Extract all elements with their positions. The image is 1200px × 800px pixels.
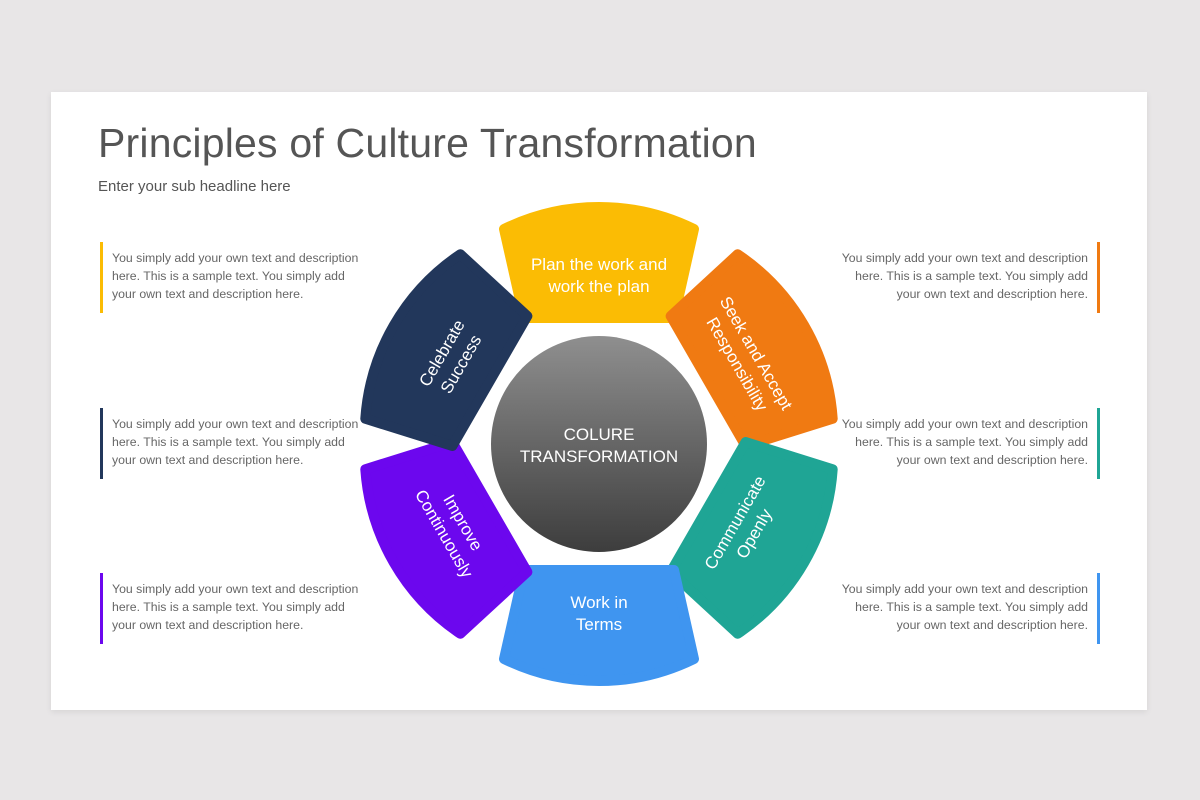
description-text: You simply add your own text and descrip… [841, 251, 1088, 302]
slide-title: Principles of Culture Transformation [98, 120, 757, 166]
center-label-line1: COLURE [564, 425, 635, 444]
description-left-3: You simply add your own text and descrip… [100, 573, 372, 644]
description-text: You simply add your own text and descrip… [112, 251, 359, 302]
slide-subtitle: Enter your sub headline here [98, 178, 291, 195]
description-right-2: You simply add your own text and descrip… [828, 408, 1100, 479]
description-left-2: You simply add your own text and descrip… [100, 408, 372, 479]
center-circle [491, 336, 707, 552]
svg-text:Plan the work and: Plan the work and [531, 255, 667, 274]
center-label-line2: TRANSFORMATION [520, 447, 678, 466]
segment-label-work: Work in Terms [570, 593, 627, 634]
svg-text:Terms: Terms [576, 615, 622, 634]
description-left-1: You simply add your own text and descrip… [100, 242, 372, 313]
description-text: You simply add your own text and descrip… [112, 582, 359, 633]
description-text: You simply add your own text and descrip… [112, 417, 359, 468]
description-right-1: You simply add your own text and descrip… [828, 242, 1100, 313]
segment-label-plan: Plan the work and work the plan [531, 255, 667, 296]
svg-text:work the plan: work the plan [547, 277, 649, 296]
description-right-3: You simply add your own text and descrip… [828, 573, 1100, 644]
description-text: You simply add your own text and descrip… [841, 582, 1088, 633]
description-text: You simply add your own text and descrip… [841, 417, 1088, 468]
svg-text:Work in: Work in [570, 593, 627, 612]
